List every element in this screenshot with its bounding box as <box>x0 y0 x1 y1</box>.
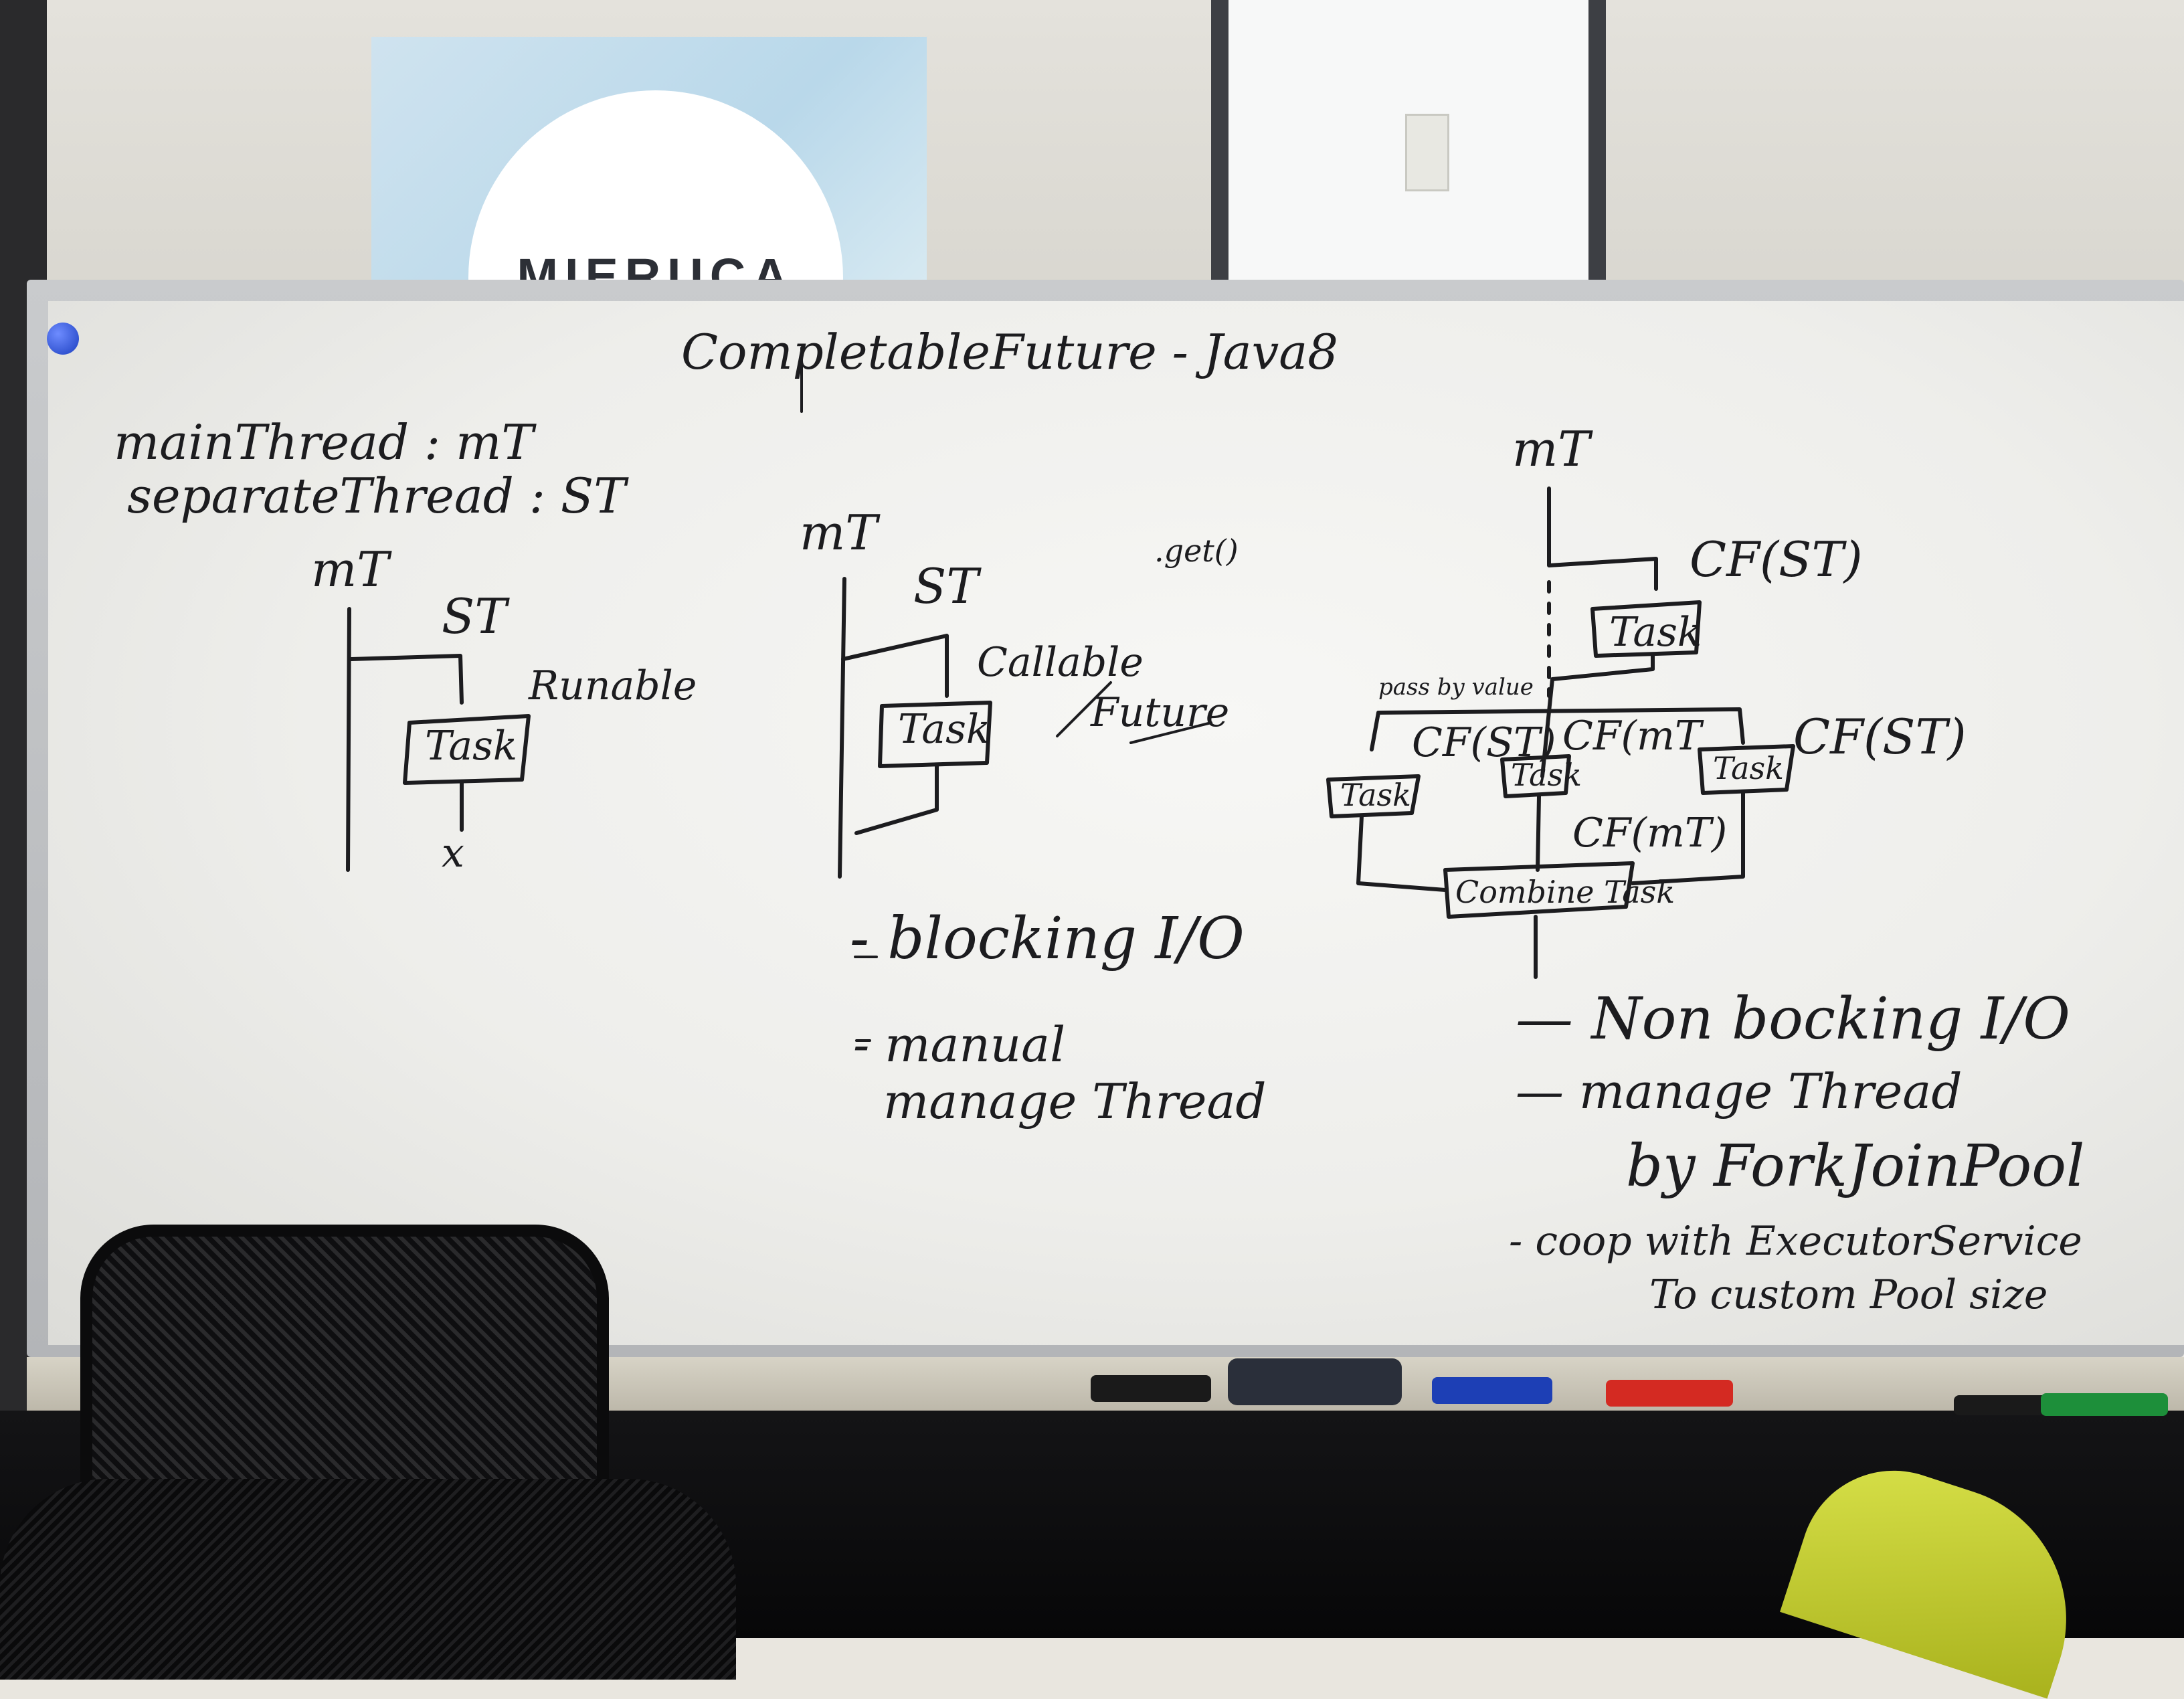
runnable-end-mark: x <box>442 830 464 877</box>
cf-note-forkjoinpool: by ForkJoinPool <box>1626 1133 2085 1200</box>
callable-diagram-lines <box>838 577 1212 1042</box>
runnable-separate-label: ST <box>442 588 507 644</box>
eraser[interactable] <box>1228 1358 1402 1405</box>
green-marker[interactable] <box>2041 1393 2168 1416</box>
callable-main-label: mT <box>800 505 878 561</box>
board-title: CompletableFuture - Java8 <box>681 324 1338 380</box>
callable-separate-label: ST <box>913 558 979 614</box>
cf-note-coop-executor: - coop with ExecutorService <box>1509 1218 2082 1265</box>
cf-note-custom-pool: To custom Pool size <box>1649 1271 2048 1318</box>
red-marker[interactable] <box>1606 1380 1733 1407</box>
cf-task-top-label: Task <box>1609 609 1702 656</box>
cf-mt-middle-label: CF(mT <box>1562 713 1702 759</box>
runnable-interface-label: Runable <box>529 662 697 709</box>
whiteboard-surface <box>48 301 2184 1345</box>
callable-task-label: Task <box>898 706 991 753</box>
cf-st-top-label: CF(ST) <box>1690 531 1863 588</box>
cf-st-right-label: CF(ST) <box>1793 709 1967 765</box>
legend-separate-thread: separateThread : ST <box>127 468 626 524</box>
runnable-diagram-lines <box>346 607 531 872</box>
cf-task-left-label: Task <box>1340 777 1412 813</box>
cf-task-right-label: Task <box>1713 750 1785 786</box>
future-label: Future <box>1091 689 1230 736</box>
callable-note-manual: - manual <box>853 1016 1066 1073</box>
blue-marker[interactable] <box>1432 1377 1552 1404</box>
cf-note-non-blocking: — Non bocking I/O <box>1516 986 2070 1053</box>
window-building-detail <box>1405 114 1449 191</box>
combine-task-label: Combine Task <box>1455 874 1675 910</box>
diagram-strokes <box>346 347 1795 1042</box>
callable-note-blocking: - blocking I/O <box>850 905 1245 972</box>
get-call-label: .get() <box>1154 533 1239 569</box>
runnable-main-label: mT <box>311 541 389 598</box>
wall <box>0 0 2184 294</box>
magnet-pin-icon <box>47 323 79 355</box>
cf-main-label: mT <box>1512 421 1590 477</box>
black-marker[interactable] <box>1091 1375 1211 1402</box>
callable-note-manage-thread: manage Thread <box>883 1073 1267 1130</box>
runnable-task-label: Task <box>425 723 518 770</box>
legend-main-thread: mainThread : mT <box>114 414 534 470</box>
pass-by-value-label: pass by value <box>1378 674 1534 701</box>
cf-mt-lower-label: CF(mT) <box>1572 810 1728 857</box>
cf-diagram-lines <box>1326 486 1795 979</box>
cf-note-manage-thread: — manage Thread <box>1516 1063 1963 1120</box>
cf-st-left-label: CF(ST) <box>1412 719 1556 766</box>
callable-interface-label: Callable <box>977 639 1144 686</box>
cf-task-middle-label: Task <box>1511 757 1582 793</box>
black-marker-2[interactable] <box>1954 1395 2054 1415</box>
office-chair-front <box>0 1479 736 1680</box>
